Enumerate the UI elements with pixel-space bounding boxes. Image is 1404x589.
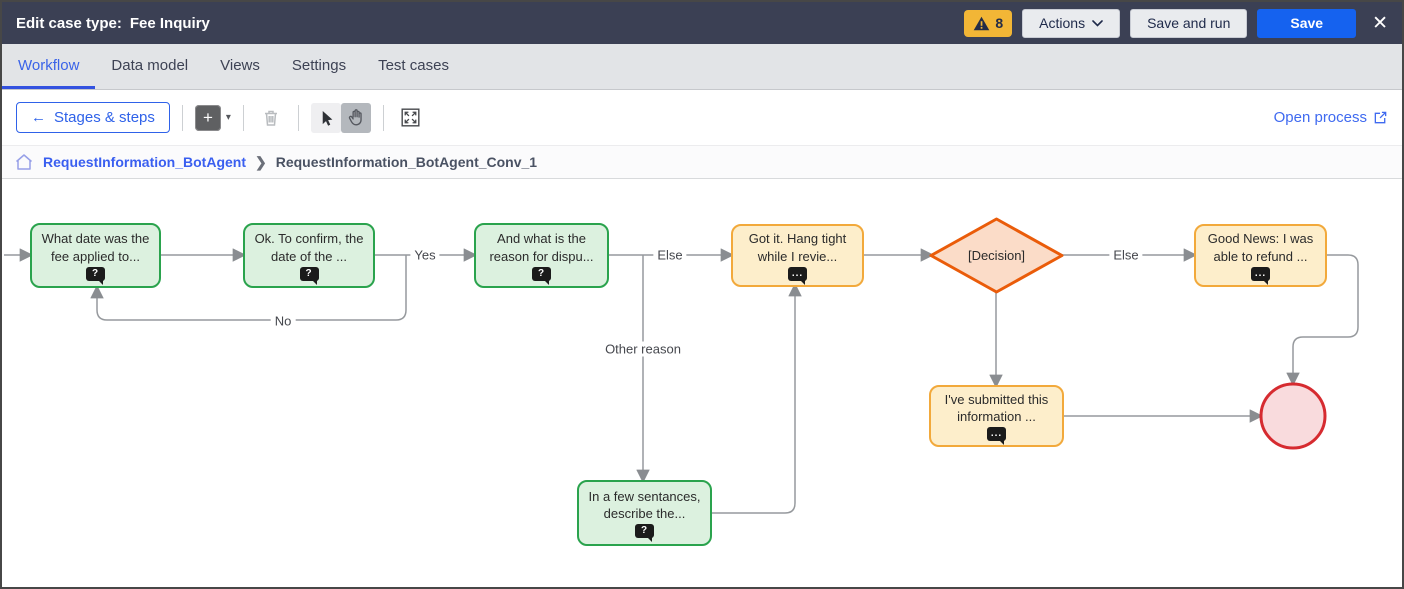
decision-shape[interactable] — [929, 217, 1064, 294]
flow-connectors — [4, 217, 1359, 514]
workflow-canvas[interactable]: What date was the fee applied to... ? Ok… — [2, 179, 1402, 587]
tab-bar: Workflow Data model Views Settings Test … — [2, 44, 1402, 90]
question-bubble-icon: ? — [532, 266, 551, 285]
delete-button — [256, 103, 286, 133]
flow-node-message-1[interactable]: Got it. Hang tight while I revie... ... — [731, 224, 864, 287]
node-text: And what is the reason for dispu... — [489, 231, 594, 264]
edge-q4-to-m1[interactable] — [711, 282, 802, 514]
flow-node-question-3[interactable]: And what is the reason for dispu... ? — [474, 223, 609, 288]
page-title-label: Edit case type: — [16, 14, 122, 32]
edge-label-other-reason[interactable]: Other reason — [601, 341, 685, 357]
warning-count: 8 — [995, 15, 1004, 31]
edge-m2-to-end[interactable] — [1286, 254, 1359, 387]
page-title: Edit case type: Fee Inquiry — [16, 15, 210, 32]
back-arrow-icon: ← — [31, 109, 46, 126]
open-process-link[interactable]: Open process — [1274, 109, 1388, 126]
close-icon[interactable]: ✕ — [1372, 12, 1388, 34]
chevron-down-icon — [1092, 19, 1103, 27]
trash-icon — [264, 110, 277, 126]
tab-data-model[interactable]: Data model — [111, 56, 189, 74]
decision-node-label[interactable]: [Decision] — [967, 248, 1026, 263]
edge-q2-no-loop-to-q1[interactable] — [90, 255, 407, 321]
flow-node-question-4[interactable]: In a few sentances, describe the... ? — [577, 480, 712, 546]
tab-workflow[interactable]: Workflow — [2, 44, 96, 89]
breadcrumb-separator-icon: ❯ — [255, 153, 267, 170]
node-text: Good News: I was able to refund ... — [1207, 231, 1314, 264]
cursor-icon — [322, 110, 333, 126]
header: Edit case type: Fee Inquiry 8 Actions Sa… — [2, 2, 1402, 44]
toolbar-divider — [297, 104, 299, 131]
flow-node-message-3[interactable]: I've submitted this information ... ... — [929, 385, 1064, 447]
breadcrumb-current: RequestInformation_BotAgent_Conv_1 — [275, 154, 538, 170]
add-shape-button[interactable]: + — [194, 104, 221, 131]
save-and-run-button[interactable]: Save and run — [1130, 8, 1248, 38]
toolbar-divider — [242, 104, 244, 131]
edge-label-else-2[interactable]: Else — [1109, 247, 1143, 263]
node-text: In a few sentances, describe the... — [588, 488, 701, 521]
fit-screen-icon — [401, 108, 420, 127]
save-button[interactable]: Save — [1257, 8, 1357, 38]
node-text: Ok. To confirm, the date of the ... — [254, 231, 364, 264]
warning-icon — [974, 16, 990, 30]
add-shape-caret-icon[interactable]: ▾ — [225, 112, 231, 123]
hand-icon — [349, 109, 363, 126]
external-link-icon — [1374, 111, 1387, 124]
breadcrumb: RequestInformation_BotAgent ❯ RequestInf… — [2, 146, 1402, 179]
stages-steps-label: Stages & steps — [54, 109, 155, 126]
edge-label-else-1[interactable]: Else — [653, 247, 687, 263]
flow-node-message-2[interactable]: Good News: I was able to refund ... ... — [1194, 224, 1327, 287]
toolbar-divider — [181, 104, 183, 131]
question-bubble-icon: ? — [86, 266, 105, 285]
ellipsis-bubble-icon: ... — [987, 427, 1006, 446]
open-process-label: Open process — [1273, 109, 1367, 126]
toolbar-divider — [382, 104, 384, 131]
ellipsis-bubble-icon: ... — [788, 266, 807, 285]
actions-label: Actions — [1039, 15, 1086, 31]
question-bubble-icon: ? — [635, 524, 654, 543]
warning-count-badge[interactable]: 8 — [964, 9, 1013, 37]
home-icon[interactable] — [14, 153, 34, 171]
workflow-toolbar: ← Stages & steps + ▾ Open process — [2, 90, 1402, 146]
node-text: Got it. Hang tight while I revie... — [748, 231, 847, 264]
tab-settings[interactable]: Settings — [291, 56, 347, 74]
edge-label-yes[interactable]: Yes — [410, 247, 440, 263]
edge-label-no[interactable]: No — [270, 313, 296, 329]
select-tool-button[interactable] — [310, 102, 341, 133]
flow-node-question-2[interactable]: Ok. To confirm, the date of the ... ? — [243, 223, 375, 288]
actions-button[interactable]: Actions — [1022, 8, 1121, 38]
pan-tool-button[interactable] — [340, 102, 371, 133]
node-text: I've submitted this information ... — [944, 391, 1049, 424]
breadcrumb-parent-link[interactable]: RequestInformation_BotAgent — [43, 154, 246, 170]
fit-to-screen-button[interactable] — [396, 103, 426, 133]
question-bubble-icon: ? — [299, 266, 319, 285]
node-text: What date was the fee applied to... — [41, 231, 150, 264]
tab-test-cases[interactable]: Test cases — [378, 56, 449, 74]
end-shape[interactable] — [1259, 382, 1327, 450]
tab-views[interactable]: Views — [220, 56, 260, 74]
page-title-value: Fee Inquiry — [129, 14, 210, 32]
ellipsis-bubble-icon: ... — [1251, 266, 1270, 285]
flow-node-question-1[interactable]: What date was the fee applied to... ? — [30, 223, 161, 288]
stages-steps-back-button[interactable]: ← Stages & steps — [16, 102, 170, 133]
